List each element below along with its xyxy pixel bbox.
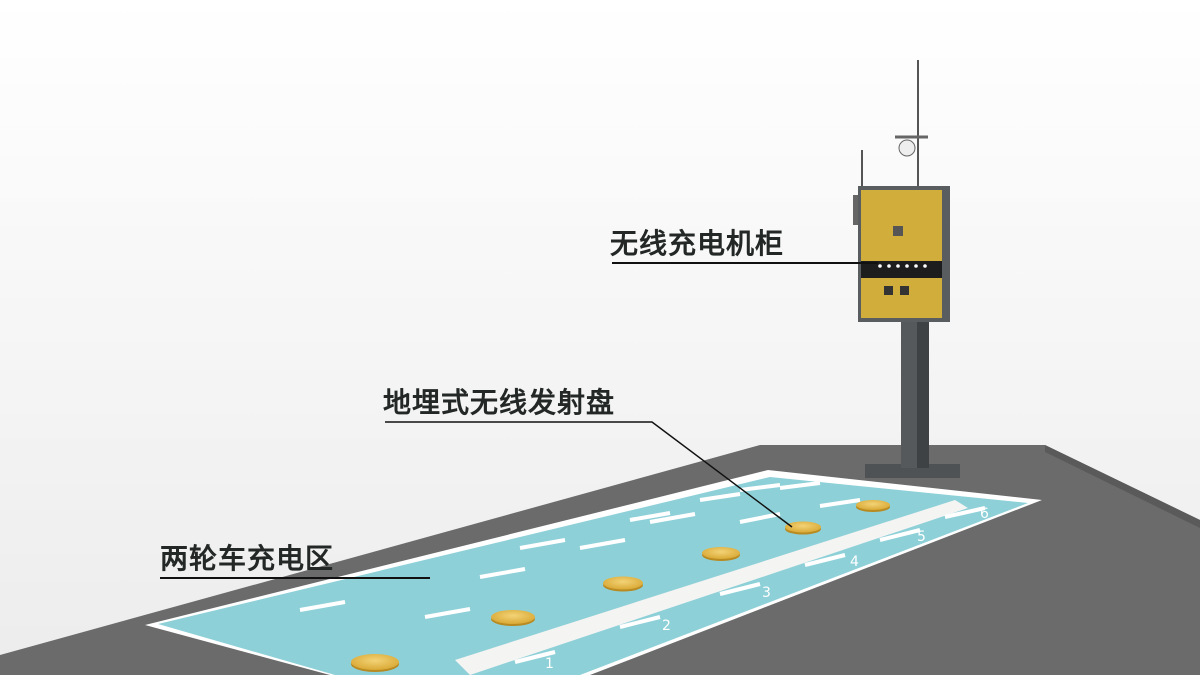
wireless-charging-cabinet [861,190,942,318]
camera-icon [898,139,916,157]
slot-number: 3 [762,585,771,601]
led-indicator [887,264,891,268]
cabinet-label: 无线充电机柜 [610,227,785,260]
transmitter-label: 地埋式无线发射盘 [383,386,616,419]
slot-numbers: 1 2 3 4 5 6 [545,506,989,672]
slot-line [699,492,741,502]
slot-lines [299,481,986,664]
pole-base [865,464,960,478]
ground-slab-edge [1045,445,1200,528]
transmitter-pad [702,547,740,559]
slot-line [514,650,556,664]
slot-number: 2 [662,618,671,634]
transmitter-pad [785,521,821,533]
led-indicator [923,264,927,268]
transmitter-pad [491,610,535,624]
slot-line [719,582,761,596]
qr-code-icon [900,286,909,295]
led-indicator [905,264,909,268]
slot-number: 6 [980,506,989,522]
slot-line [629,511,671,522]
slot-line [579,538,626,550]
led-indicator [878,264,882,268]
slot-line [804,553,846,567]
led-indicator [914,264,918,268]
slot-number: 5 [917,529,926,545]
led-indicator [896,264,900,268]
slot-line [649,512,696,524]
slot-line [779,481,821,490]
slot-line [519,538,566,550]
slot-number: 4 [850,554,859,570]
slot-line [299,600,346,612]
slot-line [944,506,986,519]
info-strip [455,500,968,675]
slot-line [479,567,526,579]
transmitter-pads [351,500,890,672]
transmitter-pad [603,576,643,590]
slot-number: 1 [545,656,554,672]
slot-line [739,512,781,524]
slot-line [819,498,861,508]
logo-icon [893,226,903,236]
slot-line [879,528,921,542]
zone-label: 两轮车充电区 [160,542,335,575]
slot-line [424,607,471,619]
transmitter-pad [351,654,399,670]
transmitter-leader-line [385,421,793,528]
transmitter-pad [856,500,890,510]
slot-line [739,483,781,492]
qr-code-icon [884,286,893,295]
slot-line [619,615,661,629]
